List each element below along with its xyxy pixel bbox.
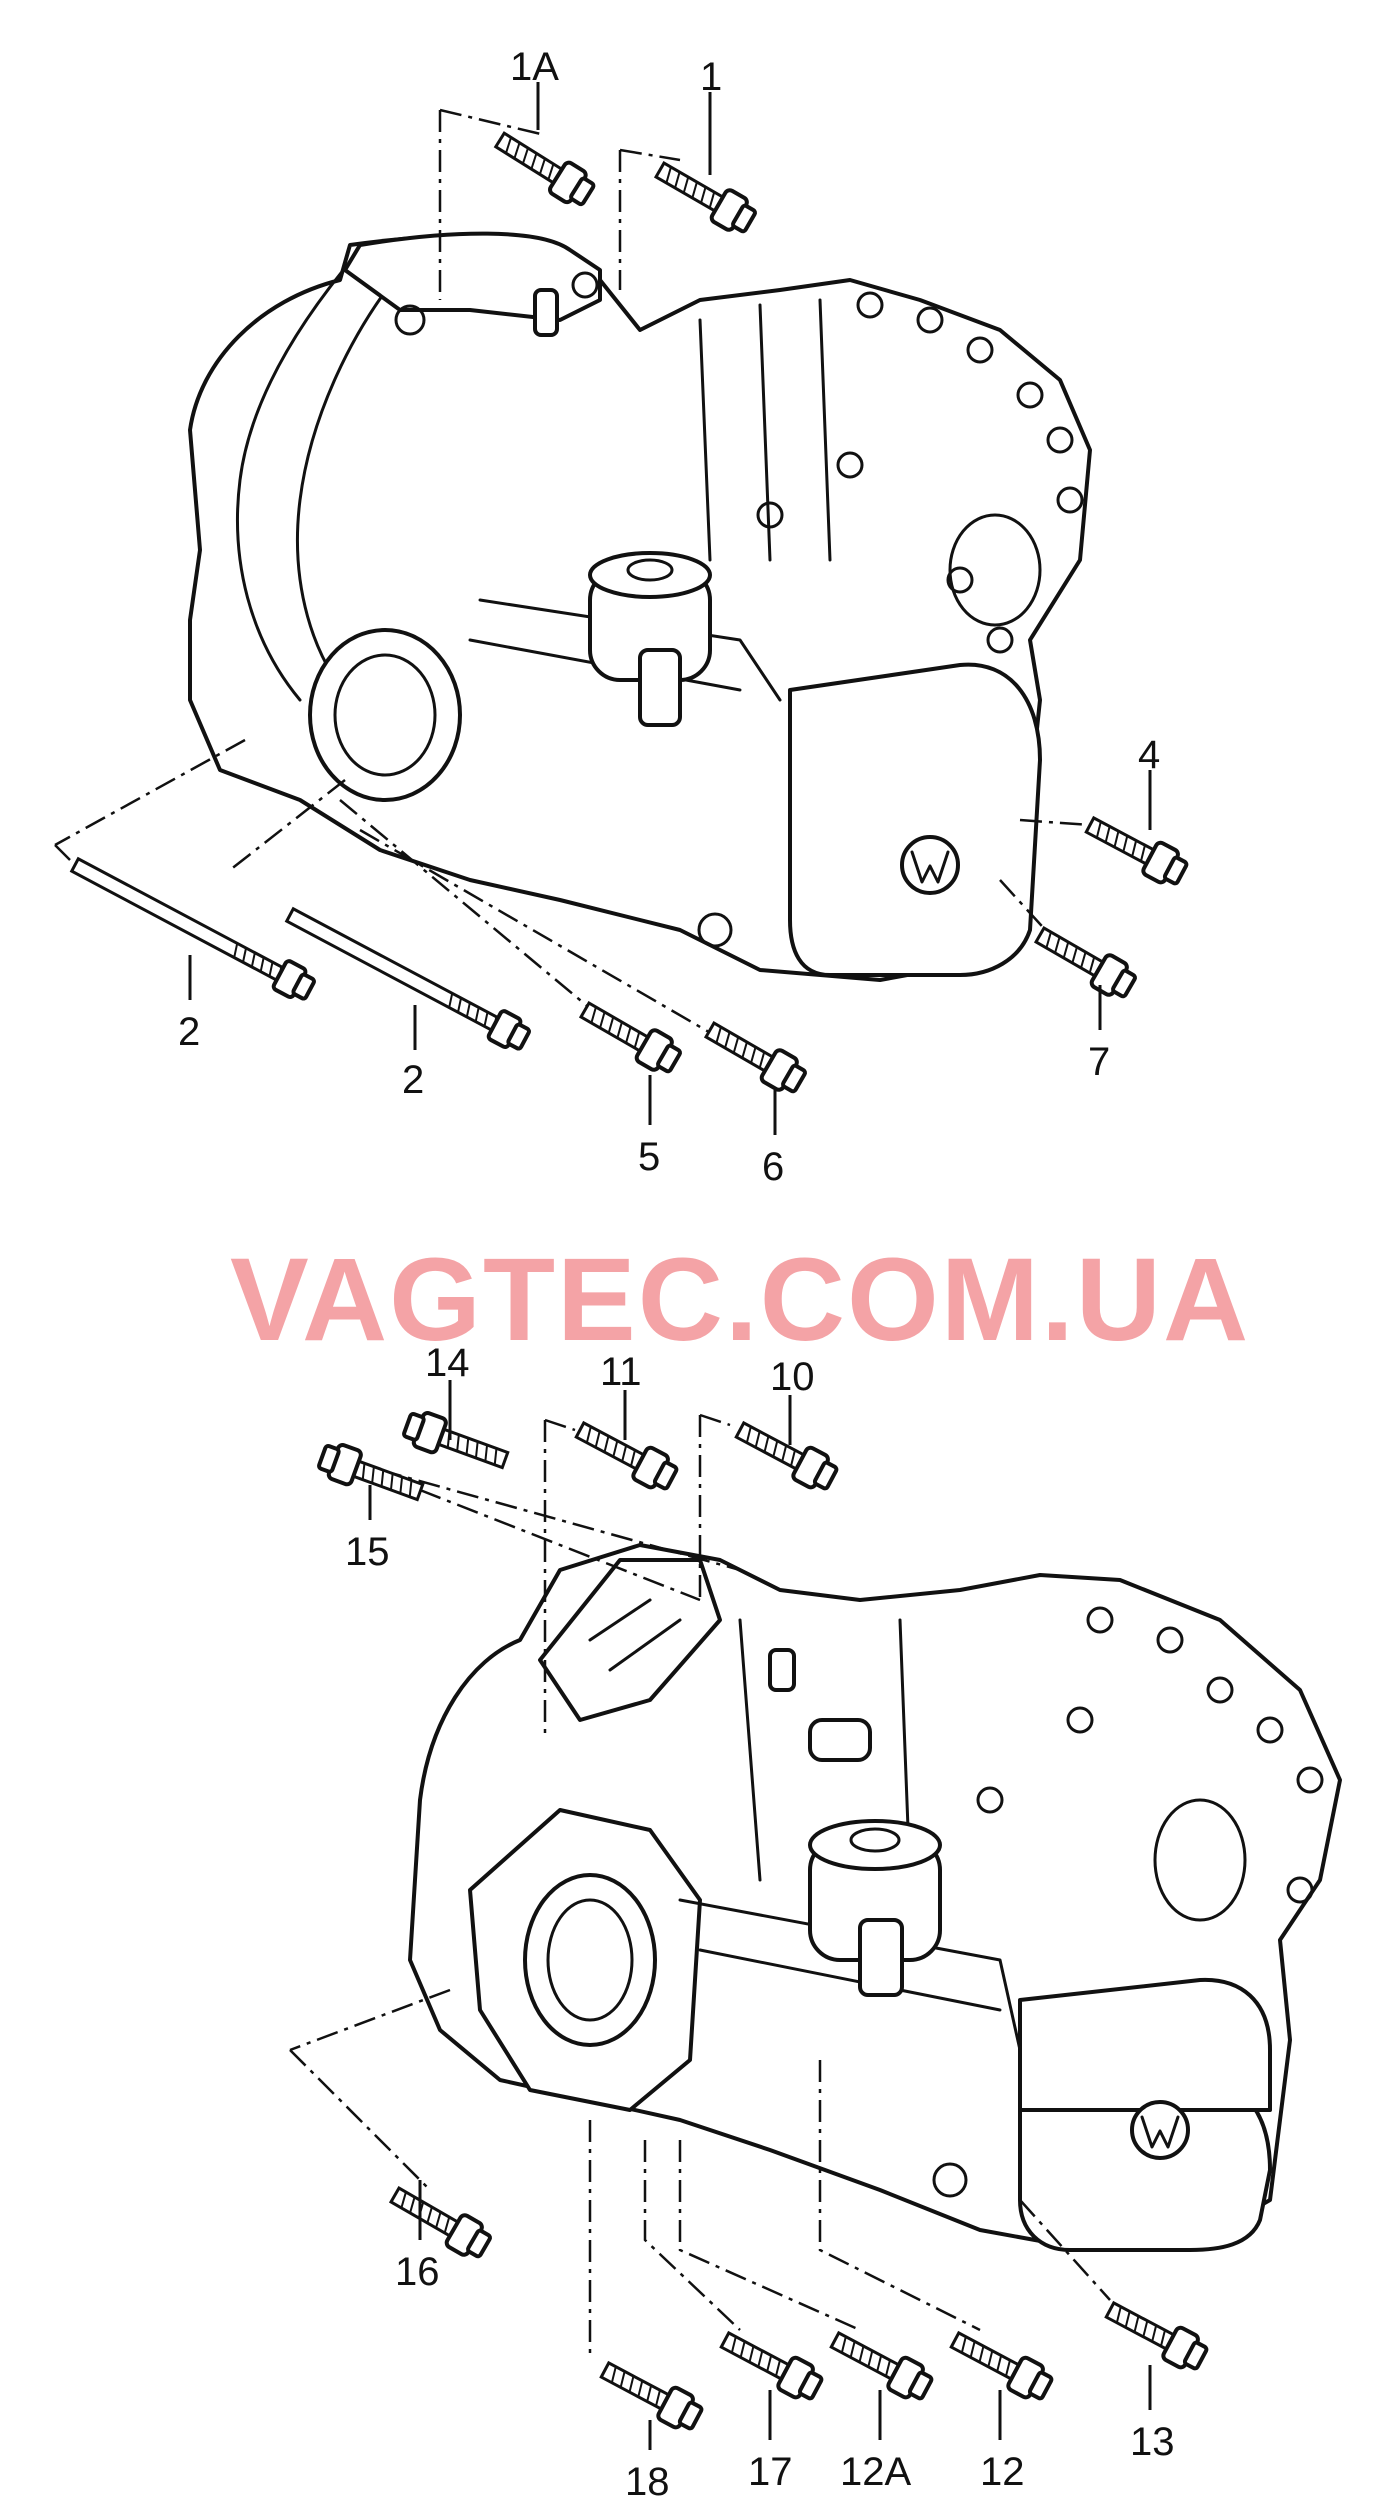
lower-callout-leaders [368,1380,1152,2450]
callout-15: 15 [345,1530,390,1574]
callout-1A: 1A [510,45,559,89]
bolt-icon-14 [399,1405,514,1479]
bolt-icon-13 [1102,2294,1211,2375]
bolt-icon-6 [699,1012,812,1100]
callout-16: 16 [395,2250,440,2294]
bolt-icon-5 [574,992,687,1080]
callout-13: 13 [1130,2420,1175,2464]
callout-18: 18 [625,2460,670,2500]
callout-12: 12 [980,2450,1025,2494]
bolt-icon-2a [67,851,317,1004]
callout-1: 1 [700,55,722,99]
callout-5: 5 [638,1135,660,1179]
bolt-icon-1A [488,122,600,213]
callout-6: 6 [762,1145,784,1189]
callout-4: 4 [1138,733,1160,777]
lower-gearbox-icon [408,1543,1342,2252]
callout-14: 14 [425,1341,470,1385]
callout-2a: 2 [178,1010,200,1054]
bolt-icon-1 [649,152,762,240]
bolt-icon-2b [282,901,532,1054]
watermark: VAGTEC.COM.UA [230,1234,1250,1366]
callout-12A: 12A [840,2450,911,2494]
upper-callout-leaders [188,82,1152,1135]
upper-gearbox-icon [188,231,1092,982]
bolt-icon-7 [1029,917,1142,1005]
callout-17: 17 [748,2450,793,2494]
callout-2b: 2 [402,1058,424,1102]
callout-7: 7 [1088,1040,1110,1084]
bolt-icon-10 [732,1414,841,1495]
upper-dash-lines [54,108,1091,1052]
callout-10: 10 [770,1355,815,1399]
lower-dash-lines [289,1413,1111,2360]
callout-11: 11 [600,1350,642,1394]
bolt-icon-4 [1082,809,1191,890]
